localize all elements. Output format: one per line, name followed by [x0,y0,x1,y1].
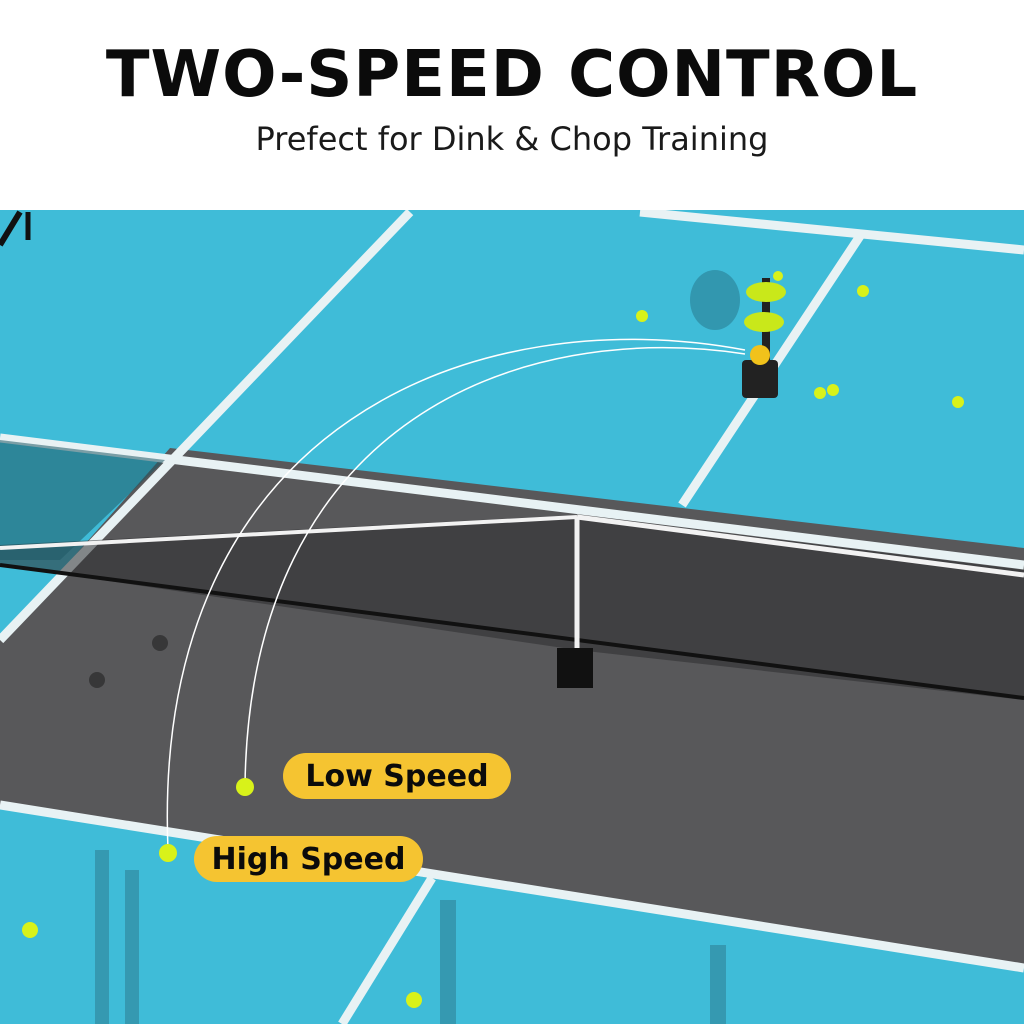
headline: TWO-SPEED CONTROL [105,38,919,112]
fence-shadows [95,850,726,1024]
high-speed-trajectory [166,338,746,851]
side-net [0,440,165,560]
low-speed-trajectory [244,347,746,786]
ball-machine [690,270,786,398]
subheadline: Prefect for Dink & Chop Training [255,120,769,158]
header: TWO-SPEED CONTROL Prefect for Dink & Cho… [0,0,1024,210]
net-mesh [0,515,1024,700]
court-scene [0,210,1024,1024]
net-cord [0,563,1024,700]
low-speed-label: Low Speed [283,753,511,799]
net-base [557,648,593,688]
balls [22,271,964,1008]
high-speed-label: High Speed [194,836,423,882]
net-top [0,515,578,550]
